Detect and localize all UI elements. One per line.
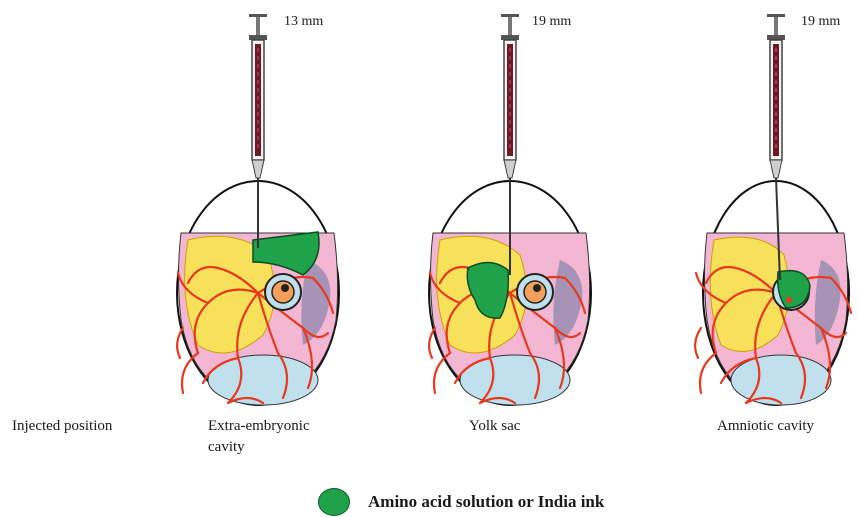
depth-label-extra-embryonic: 13 mm [284,14,323,30]
legend-swatch-icon [318,488,350,516]
position-label-amniotic: Amniotic cavity [717,416,814,437]
syringe-icon [501,14,519,178]
row-label-injected-position: Injected position [12,416,112,437]
depth-label-amniotic: 19 mm [801,14,840,30]
egg-extra-embryonic [177,14,339,405]
syringe-icon [249,14,267,178]
position-label-yolk-sac: Yolk sac [469,416,520,437]
position-label-extra-embryonic: Extra-embryonic cavity [208,416,338,458]
egg-amniotic [695,14,851,405]
depth-label-yolk-sac: 19 mm [532,14,571,30]
legend: Amino acid solution or India ink [318,488,604,516]
syringe-icon [767,14,785,178]
egg-yolk-sac [429,14,591,405]
legend-label: Amino acid solution or India ink [368,492,604,512]
